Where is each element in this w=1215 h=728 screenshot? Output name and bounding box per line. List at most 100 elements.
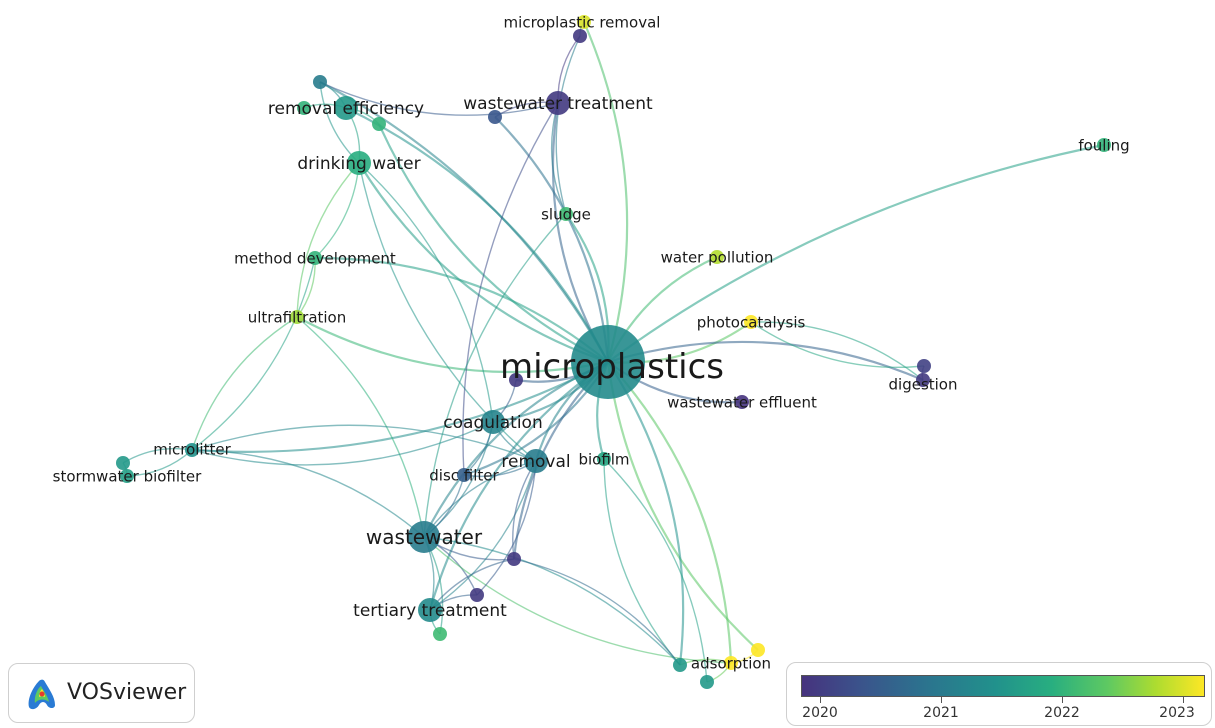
node-label-adsorption[interactable]: adsorption bbox=[691, 654, 771, 672]
node-label-removal-efficiency[interactable]: removal efficiency bbox=[268, 99, 424, 119]
network-link bbox=[345, 107, 609, 363]
node-n-eff-left[interactable] bbox=[297, 101, 311, 115]
brand-name: VOSviewer bbox=[67, 680, 187, 705]
node-label-coagulation[interactable]: coagulation bbox=[443, 413, 542, 433]
network-link bbox=[314, 162, 360, 259]
node-label-sludge[interactable]: sludge bbox=[541, 205, 591, 223]
node-n-top-teal[interactable] bbox=[313, 75, 327, 89]
node-microplastics[interactable] bbox=[571, 325, 645, 399]
node-sludge[interactable] bbox=[559, 207, 573, 221]
year-color-legend: 2020 2021 2022 2023 bbox=[786, 662, 1212, 726]
node-water-pollution[interactable] bbox=[710, 250, 724, 264]
legend-label-2021: 2021 bbox=[923, 705, 959, 721]
node-n-ads-yellow[interactable] bbox=[751, 643, 765, 657]
network-link bbox=[296, 162, 360, 318]
node-n-ww-blue[interactable] bbox=[488, 110, 502, 124]
node-disc-filter[interactable] bbox=[457, 468, 471, 482]
node-removal[interactable] bbox=[524, 449, 548, 473]
node-label-tertiary-treatment[interactable]: tertiary treatment bbox=[353, 601, 507, 621]
node-n-ads-teal1[interactable] bbox=[673, 658, 687, 672]
node-ultrafiltration[interactable] bbox=[290, 310, 304, 324]
legend-label-2020: 2020 bbox=[802, 705, 838, 721]
node-wastewater-effluent[interactable] bbox=[735, 395, 749, 409]
network-link bbox=[191, 316, 298, 451]
node-label-wastewater[interactable]: wastewater bbox=[366, 525, 483, 549]
node-stormwater-biofilter[interactable] bbox=[120, 469, 134, 483]
node-n-dig-b[interactable] bbox=[917, 359, 931, 373]
network-link bbox=[358, 162, 609, 364]
node-fouling[interactable] bbox=[1097, 138, 1111, 152]
node-label-microplastic-removal[interactable]: microplastic removal bbox=[504, 13, 661, 31]
node-wastewater[interactable] bbox=[408, 521, 440, 553]
node-digestion[interactable] bbox=[916, 373, 930, 387]
legend-color-scale bbox=[801, 675, 1205, 697]
node-photocatalysis[interactable] bbox=[744, 315, 758, 329]
node-label-microlitter[interactable]: microlitter bbox=[153, 440, 231, 458]
network-link bbox=[314, 256, 609, 363]
node-label-wastewater-treatment[interactable]: wastewater treatment bbox=[463, 94, 653, 114]
network-link bbox=[606, 361, 759, 651]
network-link bbox=[191, 424, 537, 462]
node-n-tt-green[interactable] bbox=[433, 627, 447, 641]
network-link bbox=[750, 321, 925, 369]
legend-tick bbox=[820, 697, 821, 703]
legend-label-2022: 2022 bbox=[1044, 705, 1080, 721]
network-link bbox=[603, 458, 708, 683]
node-label-water-pollution[interactable]: water pollution bbox=[661, 248, 774, 266]
node-n-eff-green[interactable] bbox=[372, 117, 386, 131]
network-link bbox=[551, 102, 609, 363]
node-n-mp-purple[interactable] bbox=[509, 373, 523, 387]
node-label-removal[interactable]: removal bbox=[501, 452, 570, 472]
brand-logo-box[interactable]: VOSviewer bbox=[8, 663, 195, 723]
node-label-fouling[interactable]: fouling bbox=[1078, 136, 1129, 154]
network-link bbox=[607, 340, 924, 382]
node-label-digestion[interactable]: digestion bbox=[889, 375, 958, 393]
network-link bbox=[607, 143, 1105, 363]
network-link bbox=[513, 558, 681, 666]
node-adsorption[interactable] bbox=[724, 656, 738, 670]
legend-tick bbox=[941, 697, 942, 703]
legend-label-2023: 2023 bbox=[1159, 705, 1195, 721]
node-microplastic-removal[interactable] bbox=[577, 15, 591, 29]
node-label-ultrafiltration[interactable]: ultrafiltration bbox=[248, 308, 347, 326]
network-link bbox=[476, 460, 537, 596]
network-link bbox=[377, 123, 609, 363]
node-n-mpr-purple[interactable] bbox=[573, 29, 587, 43]
node-label-stormwater-biofilter[interactable]: stormwater biofilter bbox=[53, 467, 202, 485]
node-removal-efficiency[interactable] bbox=[334, 96, 358, 120]
node-label-drinking-water[interactable]: drinking water bbox=[297, 154, 420, 174]
node-label-biofilm[interactable]: biofilm bbox=[578, 450, 629, 468]
node-wastewater-treatment[interactable] bbox=[546, 91, 570, 115]
legend-tick bbox=[1183, 697, 1184, 703]
node-n-storm-teal[interactable] bbox=[116, 456, 130, 470]
network-link bbox=[429, 460, 537, 611]
node-n-ads-teal2[interactable] bbox=[700, 675, 714, 689]
node-label-method-development[interactable]: method development bbox=[234, 249, 396, 267]
node-coagulation[interactable] bbox=[481, 410, 505, 434]
node-n-ww-purple1[interactable] bbox=[507, 552, 521, 566]
legend-tick bbox=[1062, 697, 1063, 703]
node-label-disc-filter[interactable]: disc filter bbox=[429, 466, 499, 484]
network-labels: microplastics wastewater wastewater treatm… bbox=[53, 13, 1130, 672]
node-label-photocatalysis[interactable]: photocatalysis bbox=[697, 313, 806, 331]
vosviewer-logo-icon bbox=[28, 679, 55, 710]
node-tertiary-treatment[interactable] bbox=[418, 598, 442, 622]
network-link bbox=[319, 81, 609, 363]
network-link bbox=[191, 361, 609, 453]
node-biofilm[interactable] bbox=[597, 452, 611, 466]
node-drinking-water[interactable] bbox=[347, 151, 371, 175]
network-link bbox=[296, 316, 425, 538]
node-label-microplastics[interactable]: microplastics bbox=[500, 347, 724, 387]
node-n-ww-purple2[interactable] bbox=[470, 588, 484, 602]
node-method-development[interactable] bbox=[308, 251, 322, 265]
network-link bbox=[423, 536, 732, 664]
node-microlitter[interactable] bbox=[185, 443, 199, 457]
network-link bbox=[423, 213, 567, 538]
network-link bbox=[462, 102, 559, 476]
network-link bbox=[603, 458, 681, 666]
network-link bbox=[582, 21, 629, 363]
network-link bbox=[191, 257, 316, 451]
node-label-wastewater-effluent[interactable]: wastewater effluent bbox=[667, 393, 817, 411]
network-link bbox=[550, 102, 567, 215]
